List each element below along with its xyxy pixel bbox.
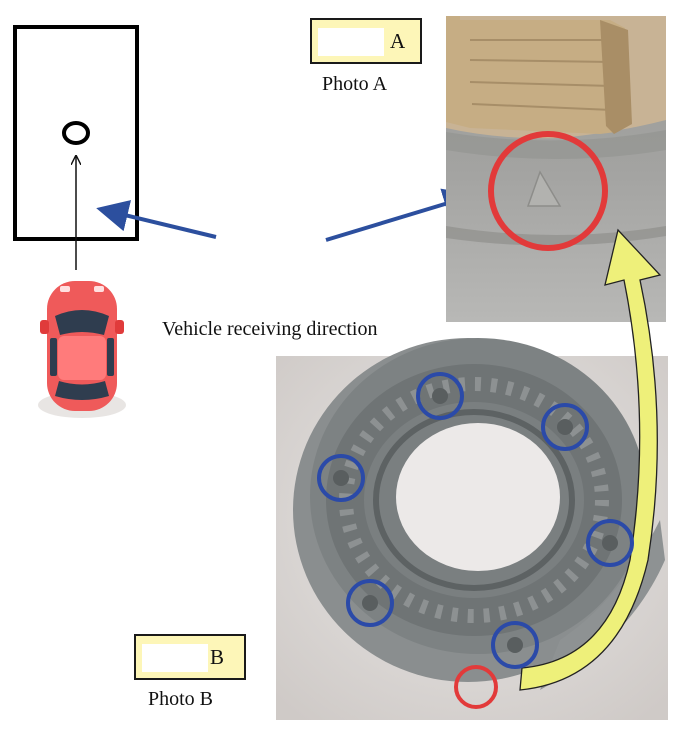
car-topview-icon [38, 281, 126, 418]
photo-b-tag-letter: B [210, 645, 225, 669]
photo-a-tag-letter: A [390, 29, 406, 53]
direction-label: Vehicle receiving direction [162, 318, 378, 340]
yellow-curved-arrow [519, 228, 662, 691]
photo-b-red-highlight [454, 665, 498, 709]
circle-marker-icon [62, 121, 90, 145]
photo-b-tag: B [134, 634, 246, 680]
redaction-mask [318, 28, 384, 56]
photo-a-caption: Photo A [322, 73, 388, 95]
blue-arrow-to-schematic [96, 200, 217, 239]
photo-a-tag: A [310, 18, 422, 64]
screw-holes [317, 372, 634, 669]
blue-arrow-to-photo-a [325, 188, 476, 242]
redaction-mask [142, 644, 208, 672]
photo-a-image [446, 16, 666, 322]
photo-b-caption: Photo B [148, 688, 214, 710]
photo-b-image [276, 228, 668, 720]
photo-a-red-highlight [488, 131, 608, 251]
